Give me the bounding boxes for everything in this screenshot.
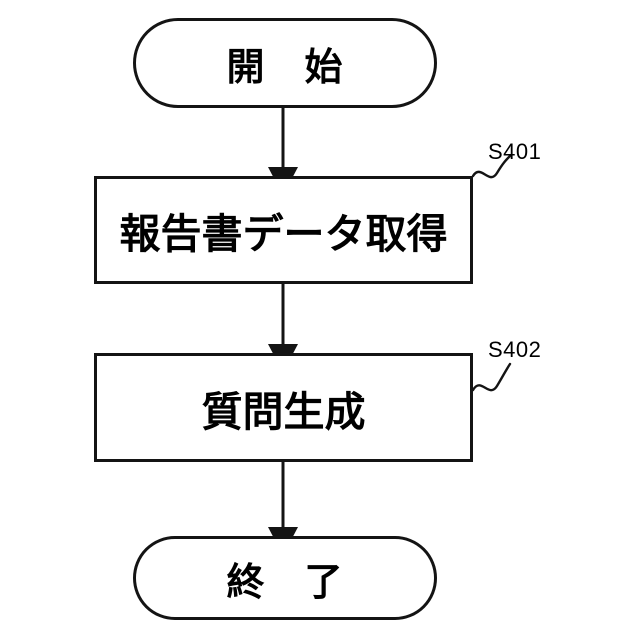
leader-line-s401 <box>471 154 512 179</box>
node-s402-process[interactable] <box>94 353 473 462</box>
step-label-s402: S402 <box>488 337 542 362</box>
leader-line-s402 <box>471 362 512 392</box>
node-s401-process[interactable] <box>94 176 473 284</box>
node-end-terminator[interactable] <box>133 536 437 620</box>
step-label-s401: S401 <box>488 139 542 164</box>
node-start-terminator[interactable] <box>133 18 437 108</box>
